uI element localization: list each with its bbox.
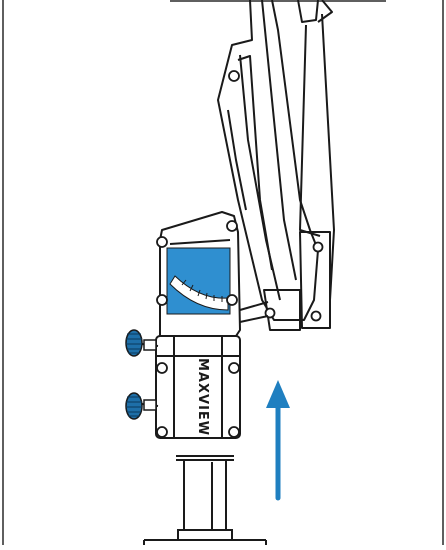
screw-icon: [156, 362, 240, 438]
clamp-housing: [155, 335, 241, 439]
brand-label: MAXVIEW: [195, 358, 210, 436]
screw-icon: [156, 220, 238, 306]
rotation-dial: [166, 247, 231, 315]
knob-icon: [125, 392, 159, 420]
antenna-arm: [217, 0, 335, 331]
bolt-icon: [228, 70, 324, 322]
knob-icon: [125, 329, 159, 357]
arrow-up-icon: [266, 380, 290, 501]
mounting-pole: [143, 455, 267, 545]
